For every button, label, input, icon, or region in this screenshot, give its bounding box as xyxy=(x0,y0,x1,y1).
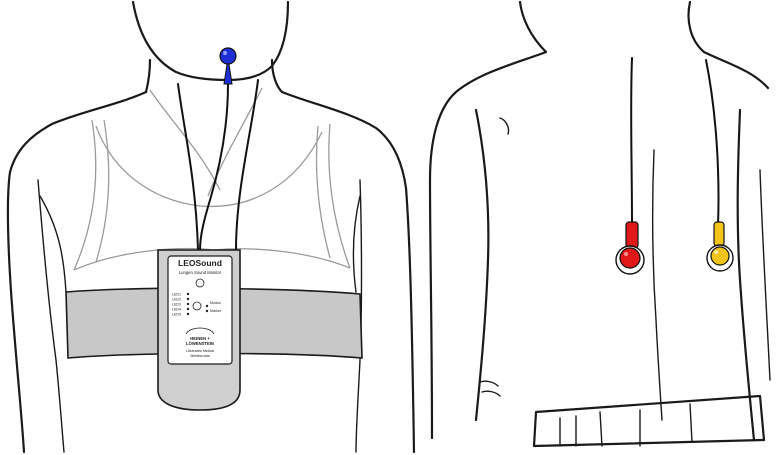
belt-loops xyxy=(600,404,692,446)
garment-left-strap-outer xyxy=(74,120,96,270)
led-label-4: LED4 xyxy=(172,307,181,311)
back-neck-right xyxy=(689,2,704,52)
led-label-3: LED3 xyxy=(172,302,181,306)
shoulder-blade-mark xyxy=(500,118,509,134)
footer-line-2: Wireless data xyxy=(190,354,210,358)
spine-line xyxy=(653,150,662,420)
footer-line-1: Löwenstein Medical xyxy=(186,349,214,353)
brand-line-2: LÖWENSTEIN xyxy=(186,341,214,346)
back-right-shoulder xyxy=(704,52,768,88)
led-dot-4 xyxy=(187,308,189,310)
led-dot-2 xyxy=(187,298,189,300)
left-torso-outline xyxy=(38,180,64,452)
led-dot-5 xyxy=(187,313,189,315)
yellow-electrode-icon xyxy=(707,222,733,271)
device-subtitle: Lungen Sound Monitor xyxy=(179,270,222,275)
right-shoulder-arm-outline xyxy=(282,92,414,452)
elbow-crease xyxy=(480,381,500,396)
led-dot-1 xyxy=(187,293,189,295)
marker-dot xyxy=(206,310,208,312)
right-armpit-line xyxy=(353,196,360,292)
waistband-tag xyxy=(560,416,576,446)
power-button[interactable] xyxy=(196,279,204,287)
device-title: LEOSound xyxy=(178,258,222,268)
back-left-arm-line xyxy=(476,110,488,420)
back-right-arm-line xyxy=(760,170,770,380)
blue-electrode-icon xyxy=(220,48,236,84)
neck-left-outline xyxy=(146,60,150,92)
cord-strand-a xyxy=(150,90,220,190)
leosound-device: LEOSound Lungen Sound Monitor LED1LED2LE… xyxy=(158,250,240,410)
mode-button[interactable] xyxy=(193,302,201,310)
lanyard-right-cord xyxy=(236,80,258,250)
modus-label: Modus xyxy=(210,301,221,305)
neck-sensor-cable xyxy=(200,84,228,250)
marker-label: Marker xyxy=(210,309,222,313)
front-view-panel: LEOSound Lungen Sound Monitor LED1LED2LE… xyxy=(8,2,414,452)
led-label-5: LED5 xyxy=(172,312,181,316)
left-shoulder-arm-outline xyxy=(8,92,146,452)
red-electrode-icon xyxy=(616,222,644,274)
modus-dot xyxy=(206,305,208,307)
head-chin-outline xyxy=(133,2,288,80)
garment-right-strap-inner xyxy=(317,126,331,258)
back-view-panel xyxy=(430,2,770,446)
trouser-waistband xyxy=(534,396,764,446)
garment-right-strap-outer xyxy=(329,124,350,268)
back-neck-left xyxy=(520,2,546,52)
red-sensor-cable xyxy=(631,58,632,226)
back-right-side-line xyxy=(738,110,754,440)
yellow-sensor-cable xyxy=(706,60,719,226)
led-label-2: LED2 xyxy=(172,297,181,301)
led-label-1: LED1 xyxy=(172,292,181,296)
lanyard-left-cord xyxy=(178,84,198,250)
led-dot-3 xyxy=(187,303,189,305)
